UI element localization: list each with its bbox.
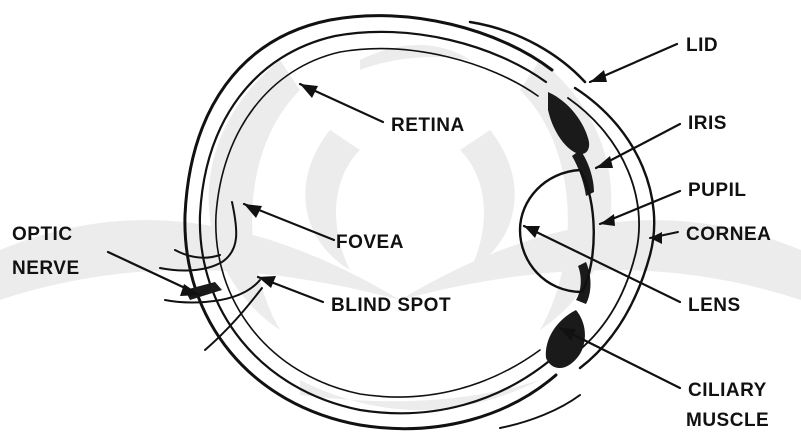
label-lid: LID bbox=[686, 35, 718, 56]
label-ciliary-muscle-line1: CILIARY bbox=[688, 380, 767, 401]
iris-ciliary-shapes bbox=[546, 92, 594, 368]
label-fovea: FOVEA bbox=[336, 232, 404, 253]
eyeball-wall bbox=[185, 16, 585, 429]
label-pupil: PUPIL bbox=[688, 180, 746, 201]
optic-nerve-shape bbox=[160, 202, 262, 350]
label-optic-nerve-line1: OPTIC bbox=[12, 224, 73, 245]
label-lens: LENS bbox=[688, 295, 741, 316]
label-blind-spot: BLIND SPOT bbox=[331, 295, 451, 316]
label-cornea: CORNEA bbox=[686, 224, 771, 245]
diagram-labels: LID RETINA IRIS PUPIL OPTIC NERVE FOVEA … bbox=[12, 35, 771, 431]
label-iris: IRIS bbox=[688, 113, 727, 134]
label-retina: RETINA bbox=[391, 115, 465, 136]
label-ciliary-muscle-line2: MUSCLE bbox=[686, 410, 769, 431]
label-optic-nerve-line2: NERVE bbox=[12, 258, 80, 279]
leader-line-ciliary-muscle bbox=[560, 328, 680, 388]
